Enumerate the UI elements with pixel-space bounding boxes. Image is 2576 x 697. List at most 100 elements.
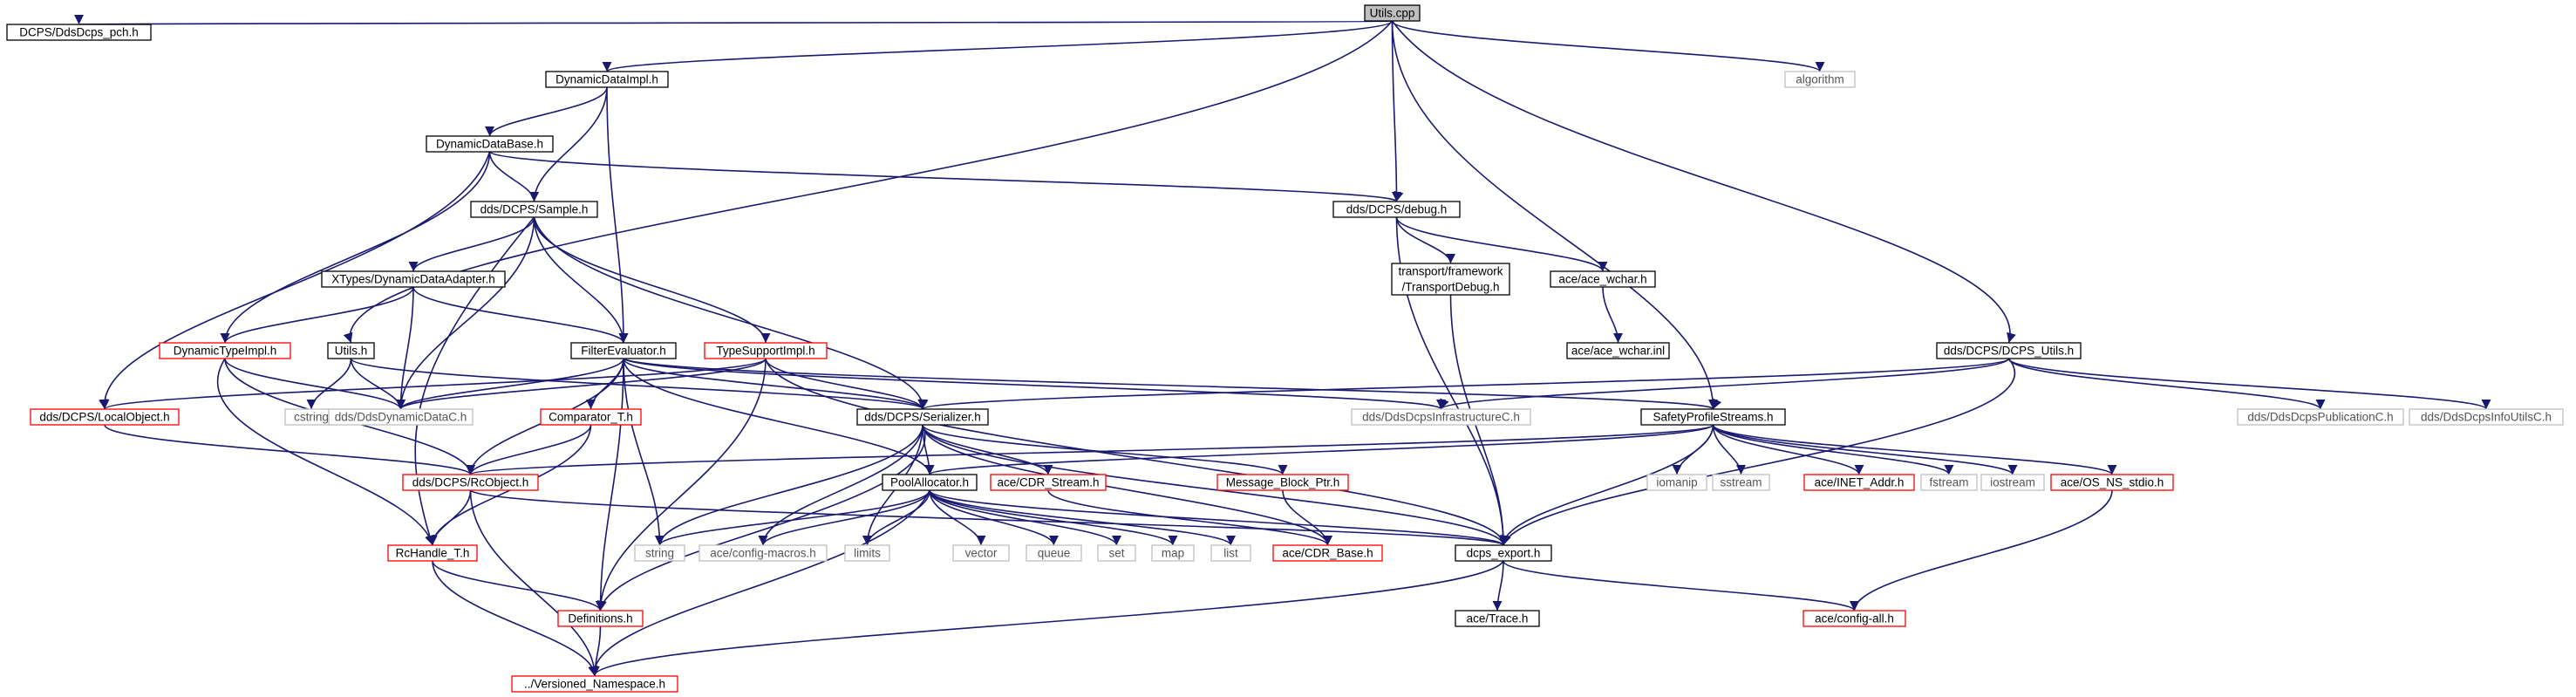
- node-sstream: sstream: [1712, 474, 1770, 491]
- node-box: [704, 342, 828, 359]
- edge-utils_cpp-to-utils_h: [343, 20, 1394, 344]
- node-label: dds/DdsDcpsPublicationC.h: [2247, 411, 2393, 424]
- dependency-edges: [78, 14, 2491, 677]
- node-box: [1391, 263, 1510, 296]
- node-typesupport[interactable]: TypeSupportImpl.h: [704, 342, 828, 359]
- edge-osnsstdio-to-configall: [1849, 489, 2113, 612]
- node-dcps-utils[interactable]: dds/DCPS/DCPS_Utils.h: [1936, 342, 2082, 359]
- node-label: vector: [965, 547, 998, 560]
- node-osnsstdio[interactable]: ace/OS_NS_stdio.h: [2050, 474, 2174, 491]
- node-dyndataimpl[interactable]: DynamicDataImpl.h: [545, 71, 669, 88]
- node-box: [2050, 474, 2174, 491]
- node-ace-wchar[interactable]: ace/ace_wchar.h: [1550, 270, 1656, 288]
- node-infoutilsc: dds/DdsDcpsInfoUtilsC.h: [2409, 408, 2564, 426]
- node-box: [159, 342, 291, 359]
- edge-sample-to-serializer: [533, 216, 929, 410]
- node-queue: queue: [1026, 544, 1082, 562]
- edge-msgblock-to-cdrbase: [1282, 489, 1333, 546]
- node-box: [882, 474, 978, 491]
- edge-filtereval-to-infrac: [623, 358, 1449, 410]
- edge-dyndatabase-to-debug: [488, 151, 1403, 202]
- node-box: [545, 71, 669, 88]
- node-filtereval[interactable]: FilterEvaluator.h: [570, 342, 677, 359]
- node-inetaddr[interactable]: ace/INET_Addr.h: [1803, 474, 1915, 491]
- node-rcobject[interactable]: dds/DCPS/RcObject.h: [402, 474, 539, 491]
- node-dyntypeimpl[interactable]: DynamicTypeImpl.h: [159, 342, 291, 359]
- node-safety[interactable]: SafetyProfileStreams.h: [1640, 408, 1786, 426]
- edge-dyntypeimpl-to-dyndatac: [224, 358, 405, 410]
- node-box: [634, 544, 685, 562]
- node-comparator[interactable]: Comparator_T.h: [540, 408, 642, 426]
- node-label: fstream: [1929, 476, 1968, 489]
- edge-rcobject-to-rchandle: [427, 489, 472, 546]
- edge-xtypes-to-filtereval: [412, 286, 629, 344]
- edge-serializer-to-definitions: [596, 424, 926, 612]
- node-box: [540, 408, 642, 426]
- node-dyndatabase[interactable]: DynamicDataBase.h: [426, 135, 554, 153]
- node-cdrstream[interactable]: ace/CDR_Stream.h: [990, 474, 1107, 491]
- node-label: ace/CDR_Base.h: [1282, 547, 1373, 560]
- node-ace-wchar-inl[interactable]: ace/ace_wchar.inl: [1566, 342, 1670, 359]
- node-label: set: [1108, 547, 1124, 560]
- node-iomanip: iomanip: [1646, 474, 1707, 491]
- node-box: [990, 474, 1107, 491]
- edge-dyndataimpl-to-dyndatabase: [484, 86, 608, 137]
- edge-dyndataimpl-to-filtereval: [606, 86, 629, 344]
- node-utils-cpp[interactable]: Utils.cpp: [1364, 4, 1421, 22]
- node-label: dds/DCPS/debug.h: [1346, 203, 1448, 216]
- node-box: [1936, 342, 2082, 359]
- node-box: [952, 544, 1010, 562]
- edge-safety-to-fstream: [1712, 424, 1954, 475]
- node-box: [328, 408, 474, 426]
- edge-filtereval-to-serializer: [623, 358, 928, 410]
- node-pch[interactable]: DCPS/DdsDcps_pch.h: [6, 24, 152, 41]
- edge-poolalloc-to-set: [929, 489, 1121, 546]
- edge-safety-to-sstream: [1712, 424, 1747, 475]
- node-box: [321, 270, 506, 288]
- node-poolalloc[interactable]: PoolAllocator.h: [882, 474, 978, 491]
- edge-rchandle-to-versioned: [432, 560, 600, 677]
- node-versioned[interactable]: ../Versioned_Namespace.h: [511, 675, 678, 693]
- node-definitions[interactable]: Definitions.h: [557, 610, 644, 627]
- node-string: string: [634, 544, 685, 562]
- node-box: [1803, 610, 1906, 627]
- node-msgblock[interactable]: Message_Block_Ptr.h: [1216, 474, 1349, 491]
- node-box: [1455, 610, 1540, 627]
- node-box: [2409, 408, 2564, 426]
- node-cdrbase[interactable]: ace/CDR_Base.h: [1272, 544, 1383, 562]
- edge-typesupport-to-localobject: [99, 358, 767, 410]
- node-label: ace/INET_Addr.h: [1815, 476, 1905, 489]
- node-box: [699, 544, 828, 562]
- node-label: list: [1223, 547, 1238, 560]
- edge-dyndatabase-to-dyntypeimpl: [220, 151, 491, 344]
- node-debug[interactable]: dds/DCPS/debug.h: [1332, 201, 1461, 218]
- edge-dyndataimpl-to-sample: [528, 86, 608, 202]
- edge-dcps_utils-to-infoutilsc: [2007, 358, 2491, 410]
- node-acetrace[interactable]: ace/Trace.h: [1455, 610, 1540, 627]
- edge-typesupport-to-definitions: [595, 358, 767, 612]
- edge-dcps_utils-to-dcpsexport: [1502, 358, 2016, 546]
- node-dcpsexport[interactable]: dcps_export.h: [1455, 544, 1552, 562]
- node-label: dds/DdsDcpsInfoUtilsC.h: [2421, 411, 2552, 424]
- node-rchandle[interactable]: RcHandle_T.h: [387, 544, 478, 562]
- edge-debug-to-transportdebug: [1395, 216, 1456, 264]
- node-xtypes[interactable]: XTypes/DynamicDataAdapter.h: [321, 270, 506, 288]
- node-box: [1566, 342, 1670, 359]
- node-label: SafetyProfileStreams.h: [1653, 411, 1773, 424]
- node-label: Utils.h: [335, 345, 368, 358]
- file-nodes: Utils.cppDCPS/DdsDcps_pch.hDynamicDataIm…: [6, 4, 2564, 693]
- node-localobject[interactable]: dds/DCPS/LocalObject.h: [30, 408, 180, 426]
- node-utils-h[interactable]: Utils.h: [327, 342, 375, 359]
- edge-dcpsexport-to-versioned: [588, 560, 1504, 677]
- node-configmacros: ace/config-macros.h: [699, 544, 828, 562]
- node-label: TypeSupportImpl.h: [716, 345, 814, 358]
- node-label: cstring: [294, 411, 329, 424]
- node-list: list: [1210, 544, 1251, 562]
- node-serializer[interactable]: dds/DCPS/Serializer.h: [856, 408, 989, 426]
- node-label: dds/DCPS/Sample.h: [480, 203, 589, 216]
- node-sample[interactable]: dds/DCPS/Sample.h: [470, 201, 598, 218]
- node-configall[interactable]: ace/config-all.h: [1803, 610, 1906, 627]
- node-transportdebug[interactable]: transport/framework/TransportDebug.h: [1391, 263, 1510, 296]
- node-box: [1097, 544, 1136, 562]
- node-box: [1803, 474, 1915, 491]
